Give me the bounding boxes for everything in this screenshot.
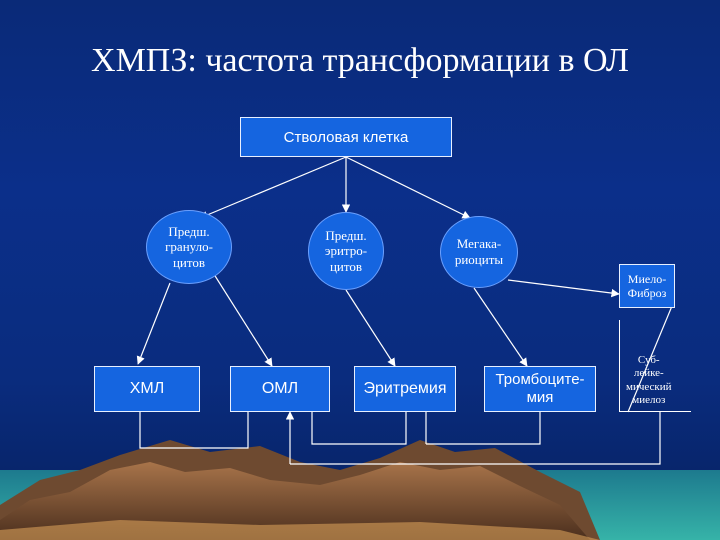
node-megakaryocytes-label: Мегака- риоциты: [454, 236, 504, 267]
node-stem-cell-label: Стволовая клетка: [283, 128, 409, 146]
node-aml-label: ОМЛ: [261, 380, 299, 397]
node-granulocyte-precursors: Предш. грануло- цитов: [146, 210, 232, 284]
node-erythrocyte-precursors-label: Предш. эритро- цитов: [324, 227, 368, 274]
node-myelofibrosis-label: Миело- Фиброз: [627, 271, 667, 300]
shore: [0, 520, 600, 540]
node-erythrocyte-precursors: Предш. эритро- цитов: [308, 212, 384, 290]
node-cml: ХМЛ: [94, 366, 200, 412]
node-subleukemic-myelosis: Суб- лейке- мический миелоз: [619, 320, 691, 412]
node-aml: ОМЛ: [230, 366, 330, 412]
node-thrombocythemia: Тромбоците- мия: [484, 366, 596, 412]
node-subleukemic-myelosis-label: Суб- лейке- мический миелоз: [626, 354, 672, 406]
node-erythremia-label: Эритремия: [363, 380, 447, 397]
node-megakaryocytes: Мегака- риоциты: [440, 216, 518, 288]
node-myelofibrosis: Миело- Фиброз: [619, 264, 675, 308]
node-thrombocythemia-label: Тромбоците- мия: [495, 371, 585, 406]
node-cml-label: ХМЛ: [129, 380, 165, 397]
node-erythremia: Эритремия: [354, 366, 456, 412]
page-title: ХМПЗ: частота трансформации в ОЛ: [91, 42, 629, 79]
node-granulocyte-precursors-label: Предш. грануло- цитов: [165, 223, 213, 270]
mountains-front: [0, 462, 590, 540]
node-stem-cell: Стволовая клетка: [240, 117, 452, 157]
